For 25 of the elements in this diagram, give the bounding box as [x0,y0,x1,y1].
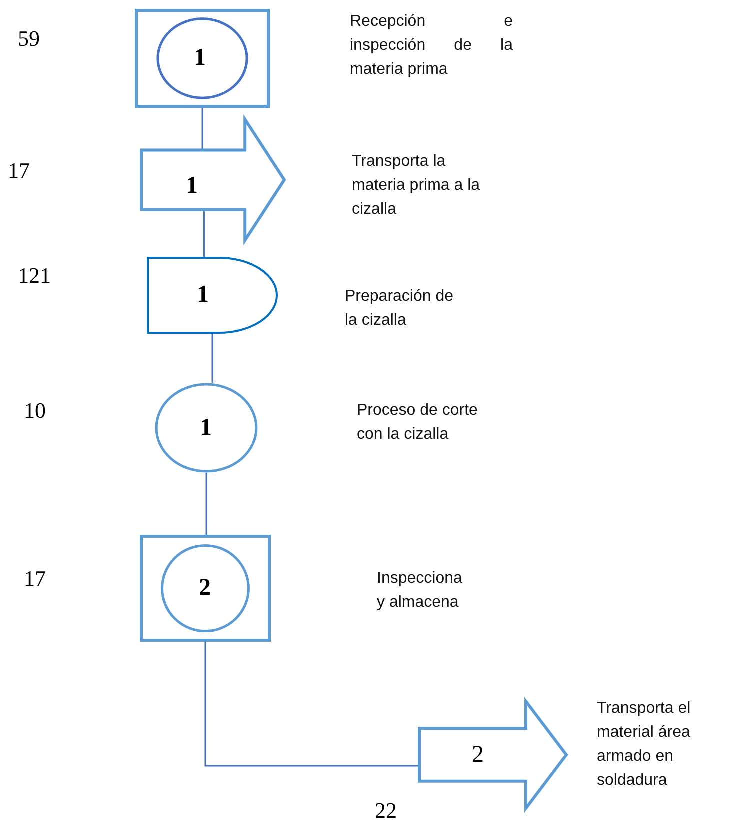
step-number: 2 [199,576,211,600]
connector-line [212,334,214,383]
operation-circle [155,383,258,473]
delay-shape [147,257,278,334]
step-description: Preparación de la cizalla [345,287,455,331]
step-number: 2 [472,743,484,767]
inspection-square [135,9,270,108]
step-description: Recepción e inspección de la materia prima [350,12,513,80]
step-description: Transporta la materia prima a la cizalla [352,152,482,220]
connector-line [206,473,208,535]
inspection-square [140,535,271,642]
step-number: 1 [200,416,212,440]
step-description: Inspecciona y almacena [377,569,464,613]
time-value: 17 [8,160,30,182]
step-number: 1 [197,283,209,307]
time-value: 121 [18,265,51,287]
step-description: Transporta el material área armado en soldadura [597,699,692,791]
step-description: Proceso de corte con la cizalla [357,401,479,445]
transport-symbol [418,700,568,810]
time-value: 59 [18,28,40,50]
time-value: 17 [24,568,46,590]
time-value: 10 [24,400,46,422]
connector-line [204,642,418,767]
time-value: 22 [375,800,397,822]
step-number: 1 [194,46,206,70]
